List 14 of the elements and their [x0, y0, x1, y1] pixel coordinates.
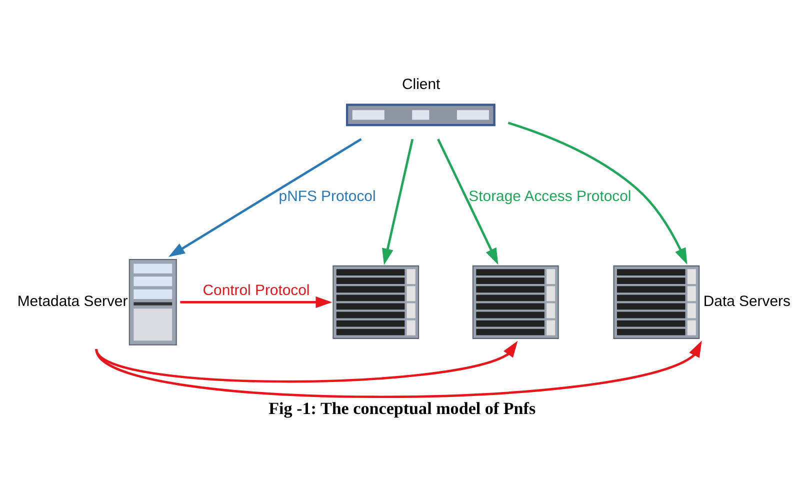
arrow [95, 340, 518, 382]
arrow [382, 138, 414, 265]
arrow [437, 138, 498, 264]
arrow [95, 340, 702, 398]
caption: Fig -1: The conceptual model of Pnfs [268, 398, 536, 418]
edge-label: pNFS Protocol [278, 188, 376, 205]
arrow [168, 138, 362, 257]
node-label: Data Servers [703, 292, 790, 310]
node-label: Client [402, 76, 440, 93]
arrow [180, 296, 332, 308]
arrow [508, 121, 688, 264]
edge-label: Control Protocol [202, 281, 310, 298]
edge-label: Storage Access Protocol [468, 188, 632, 205]
node-label: Metadata Server [17, 292, 128, 310]
